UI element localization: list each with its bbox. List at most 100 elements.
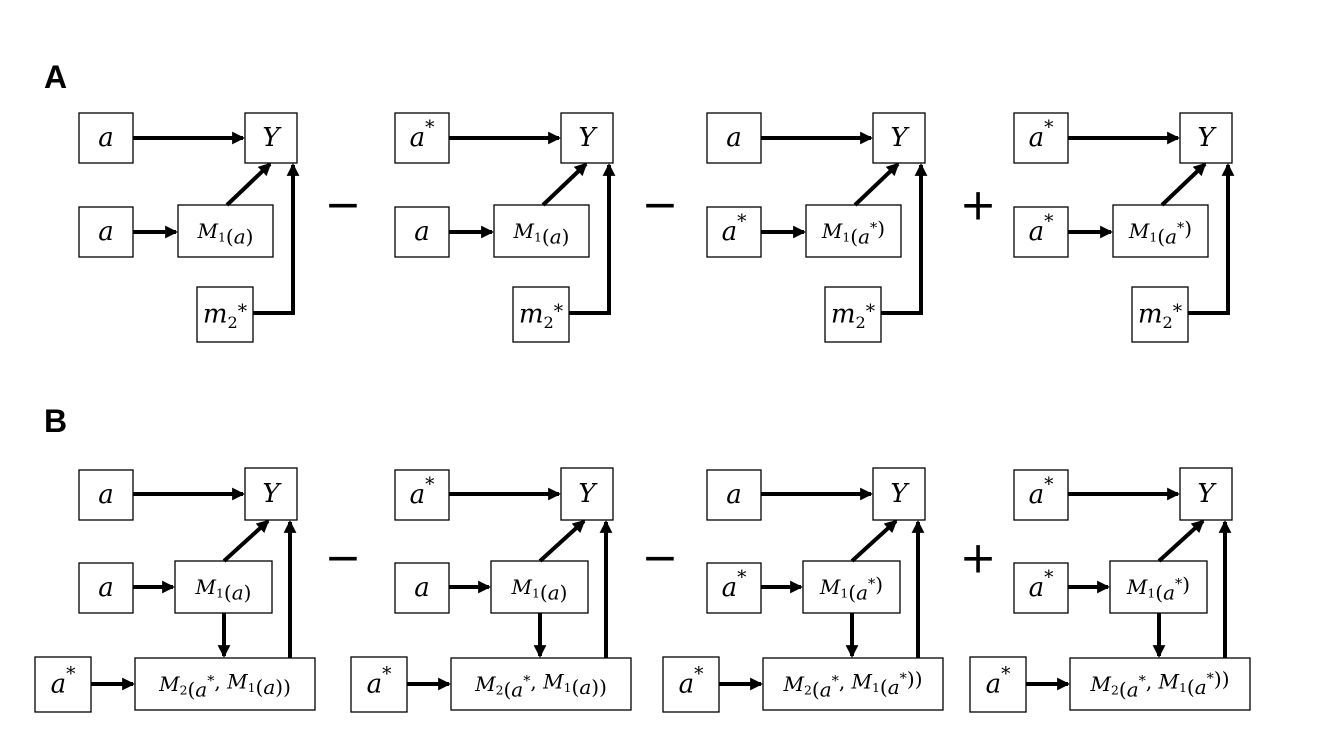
a-mid-label: a — [98, 217, 114, 247]
a-mid-box — [394, 206, 450, 258]
a-mid-node: a* — [1013, 206, 1069, 258]
panel-b-operator-2: − — [642, 533, 679, 584]
panel-a-operator-1: − — [325, 180, 362, 231]
a-mid-node: a — [394, 562, 450, 614]
arrow-m2-to-y — [569, 163, 616, 315]
m1-label: M1(a*) — [1126, 573, 1190, 605]
m2-box — [450, 657, 632, 711]
m1-box — [805, 204, 902, 258]
arrow-m2-to-y — [1188, 163, 1235, 315]
a-bot-box — [662, 656, 720, 713]
a-mid-label: a — [98, 573, 114, 603]
panel-label-a: A — [44, 59, 67, 95]
a-mid-node: a* — [706, 206, 762, 258]
m2-box — [1131, 286, 1189, 343]
a-top-box — [78, 112, 134, 164]
y-box — [560, 112, 614, 164]
a-mid-node: a — [78, 562, 134, 614]
m2-box — [512, 286, 570, 343]
y-label: Y — [1197, 479, 1217, 509]
y-box — [1179, 467, 1233, 521]
y-label: Y — [578, 123, 598, 153]
y-label: Y — [262, 123, 282, 153]
a-bot-node: a* — [662, 656, 720, 713]
panel-b-diagram-4: a* Ya* M1(a*) a* M2(a*, M1(a*)) — [969, 467, 1251, 713]
a-bot-box — [34, 656, 92, 713]
m2-label: m2* — [831, 300, 876, 332]
a-top-label: a — [98, 123, 114, 153]
m2-node: m2* — [512, 286, 570, 343]
panel-b-operator-1: − — [325, 533, 362, 584]
panel-a-diagram-3: a Ya* M1(a*) m2* — [706, 112, 928, 343]
a-bot-label: a* — [367, 664, 393, 700]
m2-label: m2* — [1138, 300, 1183, 332]
a-top-label: a* — [1029, 474, 1055, 510]
a-mid-label: a — [414, 573, 430, 603]
a-mid-label: a* — [1029, 567, 1055, 603]
m1-node: M1(a) — [174, 560, 273, 614]
a-top-box — [1013, 112, 1069, 164]
a-bot-label: a* — [51, 664, 77, 700]
y-box — [244, 112, 298, 164]
m1-node: M1(a) — [493, 204, 590, 258]
a-mid-label: a* — [722, 211, 748, 247]
a-top-label: a — [726, 123, 742, 153]
m2-label: M2(a*, M1(a)) — [158, 670, 291, 702]
a-top-node: a — [706, 469, 762, 521]
a-top-label: a* — [410, 474, 436, 510]
a-top-node: a* — [1013, 112, 1069, 164]
a-top-label: a — [726, 480, 742, 510]
m2-node: m2* — [824, 286, 882, 343]
a-mid-box — [1013, 206, 1069, 258]
m2-label: M2(a*, M1(a*)) — [783, 667, 923, 701]
m1-label: M1(a) — [195, 575, 252, 605]
y-box — [244, 467, 298, 521]
arrow-m2-to-y — [881, 163, 928, 315]
arrow-m2-to-y — [253, 163, 300, 315]
m1-node: M1(a*) — [802, 560, 901, 614]
panel-a-operator-2: − — [642, 180, 679, 231]
m2-node: M2(a*, M1(a*)) — [762, 657, 944, 711]
m1-box — [1112, 204, 1209, 258]
arrow-m1-to-y — [538, 519, 586, 563]
y-label: Y — [578, 479, 598, 509]
m1-label: M1(a*) — [821, 217, 885, 249]
a-top-box — [706, 469, 762, 521]
y-box — [872, 467, 926, 521]
a-mid-label: a* — [1029, 211, 1055, 247]
arrow-m1-to-y — [850, 519, 898, 563]
m2-box — [134, 657, 316, 711]
m2-label: M2(a*, M1(a*)) — [1090, 667, 1230, 701]
m1-box — [177, 204, 274, 258]
m1-node: M1(a) — [177, 204, 274, 258]
m2-node: M2(a*, M1(a*)) — [1069, 657, 1251, 711]
arrow-m1-to-y — [222, 519, 270, 563]
a-top-node: a — [706, 112, 762, 164]
a-mid-box — [78, 206, 134, 258]
m2-label: m2* — [519, 300, 564, 332]
y-label: Y — [262, 479, 282, 509]
a-top-node: a — [78, 469, 134, 521]
y-node: Y — [244, 467, 298, 521]
a-bot-node: a* — [969, 656, 1027, 713]
y-label: Y — [890, 123, 910, 153]
a-top-box — [1013, 469, 1069, 521]
m2-label: M2(a*, M1(a)) — [474, 670, 607, 702]
m1-node: M1(a*) — [1112, 204, 1209, 258]
y-node: Y — [244, 112, 298, 164]
y-box — [872, 112, 926, 164]
m1-node: M1(a*) — [1109, 560, 1208, 614]
m1-label: M1(a*) — [1128, 217, 1192, 249]
m1-box — [493, 204, 590, 258]
a-top-node: a — [78, 112, 134, 164]
m2-box — [762, 657, 944, 711]
panel-a-operator-3: + — [960, 180, 997, 231]
a-top-node: a* — [394, 112, 450, 164]
m1-label: M1(a*) — [819, 573, 883, 605]
a-top-label: a — [98, 480, 114, 510]
